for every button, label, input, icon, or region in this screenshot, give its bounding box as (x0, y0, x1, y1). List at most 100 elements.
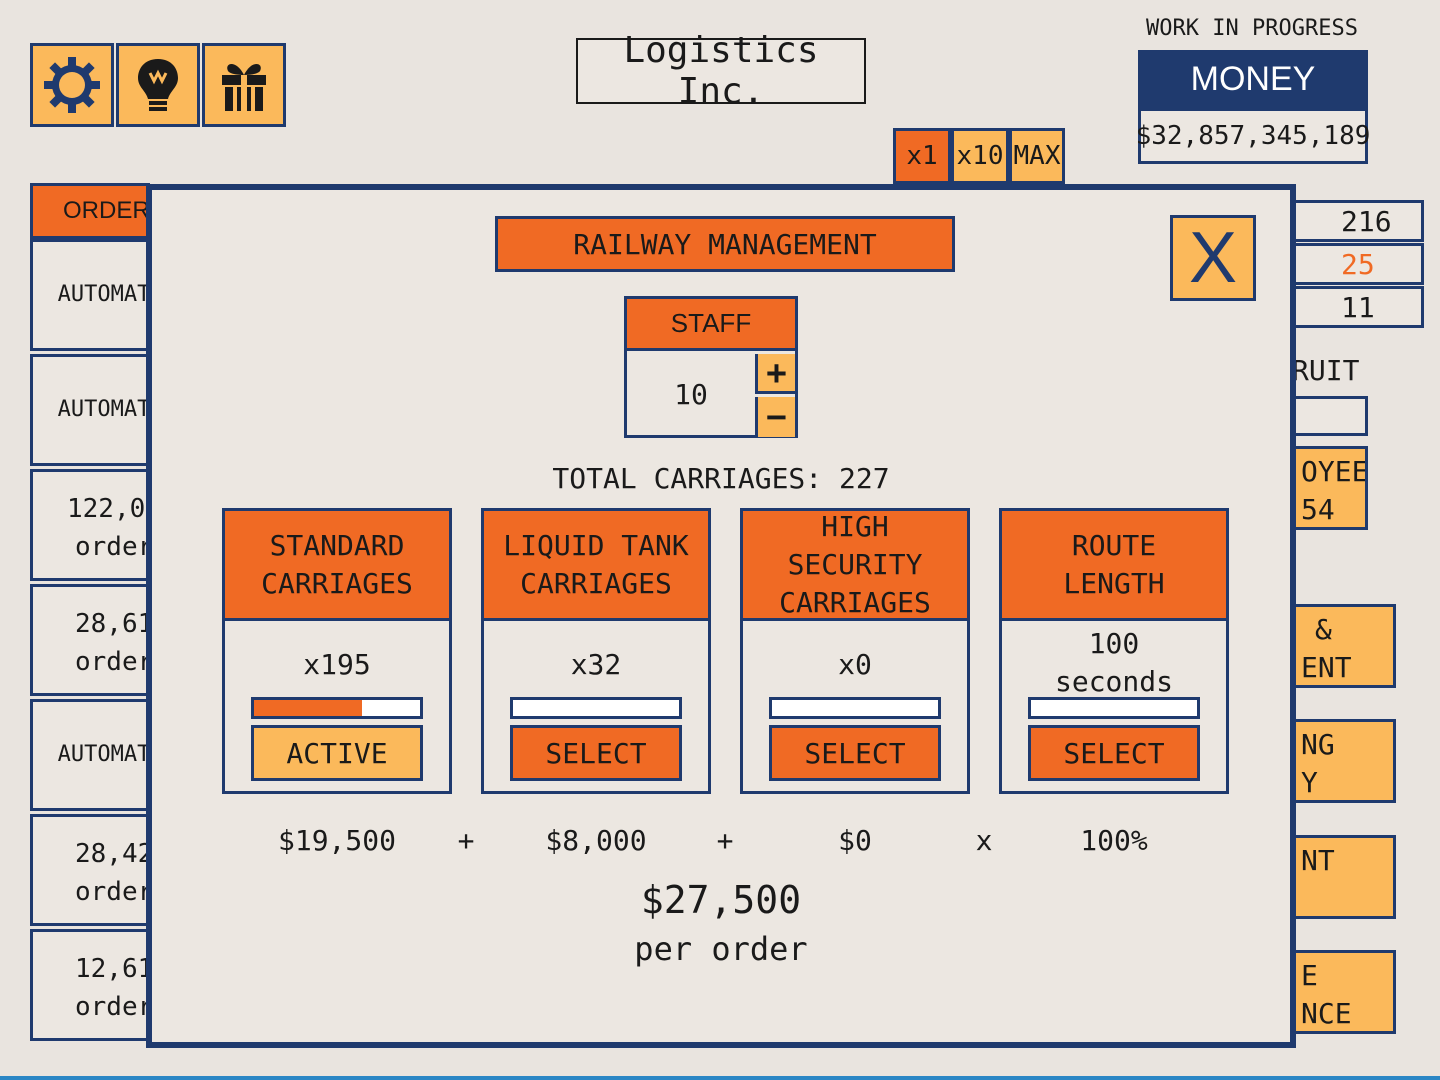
upgrade-button[interactable]: NG Y (1292, 719, 1396, 803)
standard-carriages-card: STANDARD CARRIAGES x195 ACTIVE (222, 508, 452, 794)
upgrade-button-line1: NG (1301, 728, 1335, 761)
card-value: x0 (743, 625, 967, 705)
total-carriages: TOTAL CARRIAGES: 227 (552, 461, 890, 495)
employee-button-count: 54 (1301, 493, 1335, 526)
card-value-line1: 100 (1088, 627, 1140, 660)
cost-per-order-label: per order (634, 930, 808, 968)
card-title-line1: STANDARD (269, 528, 405, 562)
orders-panel-header: ORDER (30, 183, 150, 239)
recruit-label: RUIT (1292, 354, 1360, 387)
liquid-tank-carriages-card: LIQUID TANK CARRIAGES x32 SELECT (481, 508, 711, 794)
lightbulb-icon (138, 59, 178, 111)
staff-decrement-button[interactable]: − (755, 397, 795, 437)
card-value: x32 (484, 625, 708, 705)
formula-operator: + (716, 823, 734, 857)
upgrade-button-line1: & (1315, 613, 1332, 646)
card-title-line1: ROUTE (1071, 528, 1157, 562)
staff-control: STAFF 10 + − (624, 296, 798, 438)
order-row[interactable]: 28,42 order (30, 814, 150, 926)
cost-per-order: $27,500 (640, 878, 802, 922)
stat-value: 216 (1292, 200, 1424, 242)
card-title-line2: CARRIAGES (779, 585, 931, 619)
select-button[interactable]: SELECT (769, 725, 941, 781)
card-value-line1: x32 (570, 648, 622, 681)
hints-button[interactable] (116, 43, 200, 127)
card-title: HIGH SECURITY CARRIAGES (743, 509, 967, 621)
rewards-button[interactable] (202, 43, 286, 127)
railway-management-modal: RAILWAY MANAGEMENT X STAFF 10 + − TOTAL … (146, 184, 1296, 1048)
route-length-card: ROUTE LENGTH 100 seconds SELECT (999, 508, 1229, 794)
progress-bar (769, 697, 941, 719)
progress-bar (510, 697, 682, 719)
high-security-carriages-card: HIGH SECURITY CARRIAGES x0 SELECT (740, 508, 970, 794)
upgrade-button-line1: E (1301, 959, 1318, 992)
card-value-line2: seconds (1054, 665, 1173, 698)
multiplier-max-button[interactable]: MAX (1009, 128, 1065, 184)
upgrade-button[interactable]: E NCE (1292, 950, 1396, 1034)
close-button[interactable]: X (1170, 215, 1256, 301)
card-title-line2: CARRIAGES (520, 566, 672, 600)
progress-bar (1028, 697, 1200, 719)
order-row-amount: 122,00 (67, 494, 147, 524)
select-button[interactable]: SELECT (1028, 725, 1200, 781)
order-row-unit: order (75, 532, 150, 562)
employee-button-label: OYEE (1301, 455, 1368, 488)
select-button[interactable]: SELECT (510, 725, 682, 781)
progress-bar (251, 697, 423, 719)
staff-increment-button[interactable]: + (755, 352, 795, 394)
card-title-line2: CARRIAGES (261, 566, 413, 600)
standard-cost: $19,500 (277, 823, 396, 857)
stat-value: 11 (1292, 286, 1424, 328)
card-value: x195 (225, 625, 449, 705)
order-row-amount: 28,42 (75, 839, 150, 869)
card-value-line1: x195 (303, 648, 371, 681)
order-row-unit: order (75, 877, 150, 907)
order-row[interactable]: AUTOMAT (30, 354, 150, 466)
active-button[interactable]: ACTIVE (251, 725, 423, 781)
gift-icon (222, 64, 266, 111)
company-title: Logistics Inc. (576, 30, 866, 112)
upgrade-button-line2: Y (1301, 766, 1318, 799)
minus-icon: − (766, 397, 787, 437)
multiplier-x10-button[interactable]: x10 (951, 128, 1009, 184)
settings-button[interactable] (30, 43, 114, 127)
recruit-input[interactable] (1292, 396, 1368, 436)
upgrade-button[interactable]: & ENT (1292, 604, 1396, 688)
upgrade-button[interactable]: NT (1292, 835, 1396, 919)
staff-value: 10 (674, 378, 708, 411)
order-row-label: AUTOMAT (57, 742, 150, 767)
order-row[interactable]: 122,00 order (30, 469, 150, 581)
work-in-progress-label: WORK IN PROGRESS (1146, 15, 1358, 41)
upgrade-button-line2: ENT (1301, 651, 1352, 684)
stat-value-highlight: 25 (1292, 243, 1424, 285)
card-title: ROUTE LENGTH (1002, 511, 1226, 621)
order-row-label: AUTOMAT (57, 282, 150, 307)
high-security-cost: $0 (838, 823, 872, 857)
formula-operator: + (457, 823, 475, 857)
multiplier-x1-button[interactable]: x1 (893, 128, 951, 184)
order-row-label: AUTOMAT (57, 397, 150, 422)
route-multiplier: 100% (1080, 823, 1148, 857)
order-row-amount: 28,61 (75, 609, 150, 639)
card-title-line1: HIGH SECURITY (787, 509, 923, 581)
upgrade-button-line2: NT (1301, 844, 1335, 877)
order-row-unit: order (75, 992, 150, 1022)
card-title: LIQUID TANK CARRIAGES (484, 511, 708, 621)
bottom-border (0, 1076, 1440, 1080)
order-row[interactable]: 12,61 order (30, 929, 150, 1041)
card-value: 100 seconds (1002, 627, 1226, 698)
order-row[interactable]: AUTOMAT (30, 699, 150, 811)
money-value: $32,857,345,189 (1136, 108, 1370, 164)
card-title-line2: LENGTH (1063, 566, 1165, 600)
plus-icon: + (766, 352, 787, 393)
modal-title: RAILWAY MANAGEMENT (495, 216, 955, 272)
close-icon: X (1188, 218, 1238, 298)
order-row-unit: order (75, 647, 150, 677)
order-row[interactable]: AUTOMAT (30, 239, 150, 351)
employee-button[interactable]: OYEE 54 (1292, 446, 1368, 530)
order-row[interactable]: 28,61 order (30, 584, 150, 696)
staff-label: STAFF (627, 299, 795, 351)
money-label: MONEY (1138, 50, 1368, 108)
order-row-amount: 12,61 (75, 954, 150, 984)
card-title: STANDARD CARRIAGES (225, 511, 449, 621)
